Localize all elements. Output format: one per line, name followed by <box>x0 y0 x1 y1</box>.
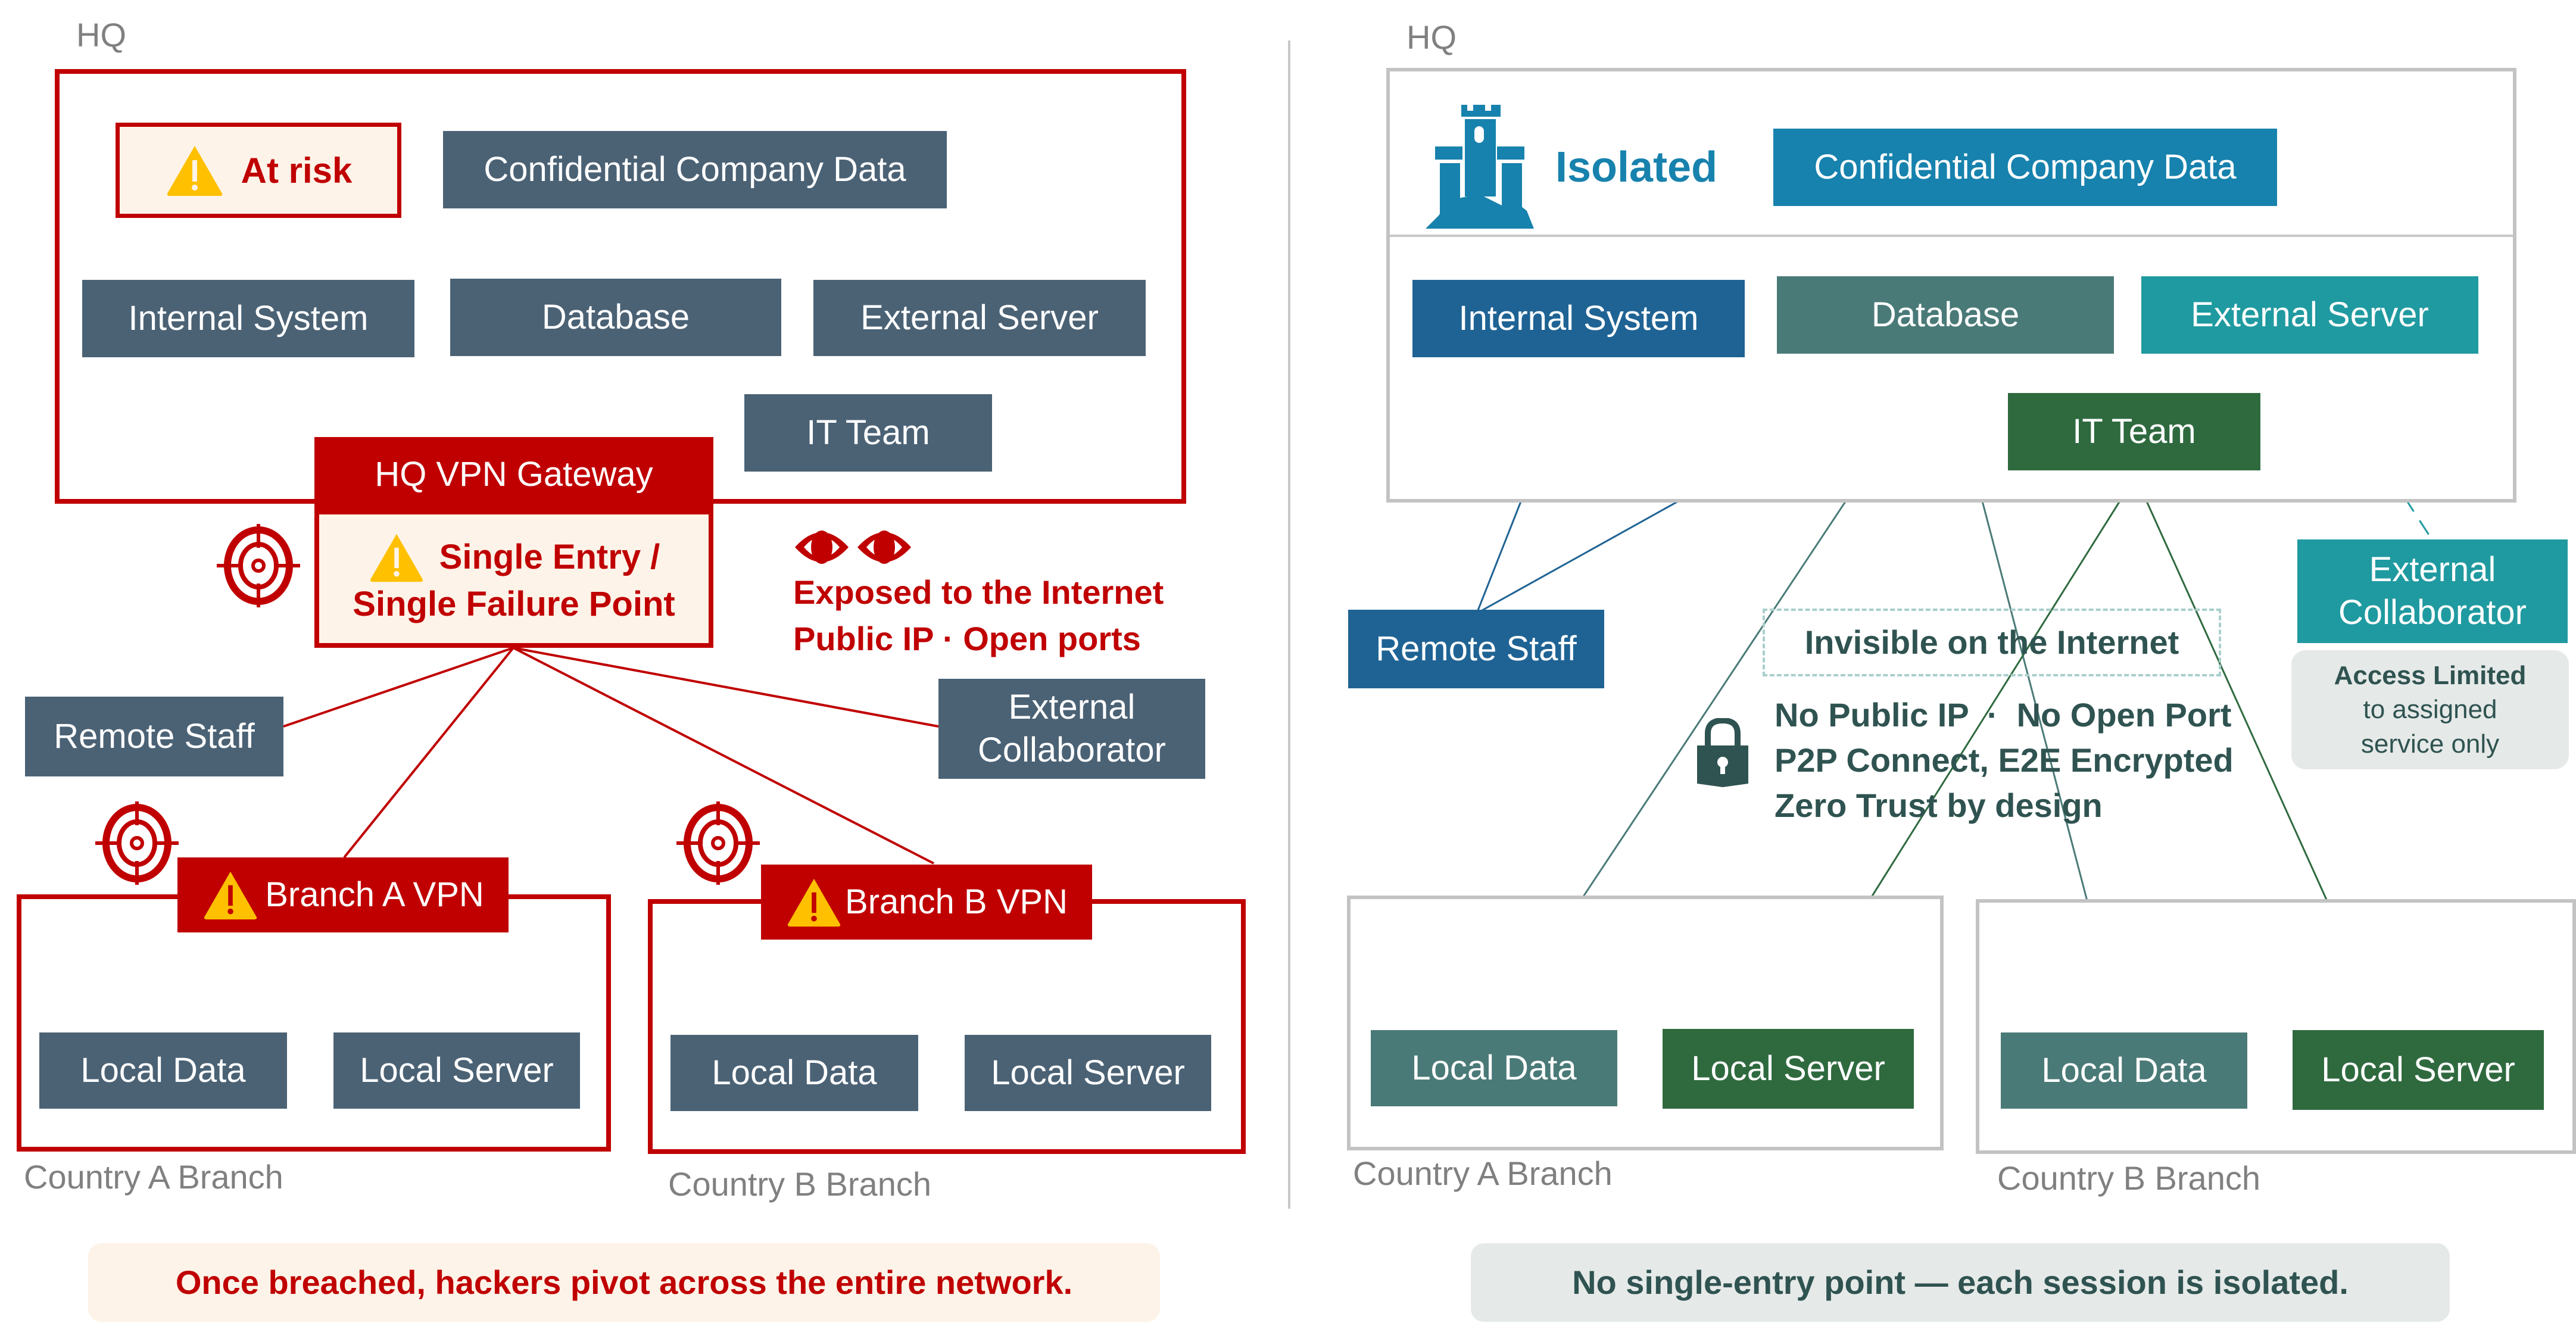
right-branch-b-local-server[interactable]: Local Server <box>2293 1030 2544 1110</box>
right-internal-system[interactable]: Internal System <box>1412 280 1745 357</box>
link-gateway-remote-staff <box>283 647 514 728</box>
target-icon <box>217 524 300 607</box>
lock-icon <box>1697 718 1748 787</box>
right-branch-a-local-data[interactable]: Local Data <box>1371 1030 1617 1106</box>
feature-line-3: Zero Trust by design <box>1774 787 2103 824</box>
warning-icon <box>204 871 257 920</box>
warning-icon <box>370 534 423 582</box>
right-branch-b-boundary <box>1976 899 2576 1154</box>
right-database[interactable]: Database <box>1777 276 2114 354</box>
exposed-line1: Exposed to the Internet <box>793 573 1164 611</box>
castle-icon <box>1426 105 1534 229</box>
access-limited-title: Access Limited <box>2334 661 2527 691</box>
right-branch-b-local-data[interactable]: Local Data <box>2001 1032 2247 1109</box>
warning-icon <box>167 146 222 196</box>
eyes-icon <box>795 531 911 564</box>
link-gateway-branch-a <box>343 647 514 859</box>
at-risk-label: At risk <box>241 150 353 191</box>
left-external-collaborator[interactable]: External Collaborator <box>938 679 1205 779</box>
left-branch-b-local-server[interactable]: Local Server <box>965 1035 1211 1111</box>
left-branch-b-label: Country B Branch <box>668 1165 931 1203</box>
ext-collab-line1: External <box>2369 550 2496 589</box>
target-icon <box>95 801 179 885</box>
left-branch-a-label: Country A Branch <box>24 1158 283 1196</box>
left-branch-b-boundary <box>648 899 1246 1154</box>
right-branch-a-local-server[interactable]: Local Server <box>1663 1029 1914 1109</box>
isolated-zone-divider <box>1390 235 2513 237</box>
right-hq-label: HQ <box>1406 18 1457 56</box>
branch-a-vpn-label: Branch A VPN <box>265 875 484 914</box>
feature-line-2: P2P Connect, E2E Encrypted <box>1774 741 2234 779</box>
right-it-team[interactable]: IT Team <box>2008 393 2260 470</box>
isolated-label: Isolated <box>1555 143 1718 191</box>
gateway-warning-line2: Single Failure Point <box>353 584 675 623</box>
ext-collab-line2: Collaborator <box>2338 593 2527 632</box>
feature-line-1: No Public IP · No Open Port <box>1774 696 2232 734</box>
access-limited-line1: to assigned <box>2363 695 2497 725</box>
left-external-server[interactable]: External Server <box>813 280 1146 356</box>
right-external-collaborator[interactable]: External Collaborator <box>2297 539 2568 643</box>
invisible-badge: Invisible on the Internet <box>1763 609 2221 676</box>
right-remote-staff[interactable]: Remote Staff <box>1348 610 1604 688</box>
left-it-team[interactable]: IT Team <box>744 394 992 472</box>
target-icon <box>676 801 760 885</box>
left-hq-label: HQ <box>76 16 126 54</box>
exposed-line2: Public IP · Open ports <box>793 620 1141 657</box>
left-branch-a-local-data[interactable]: Local Data <box>39 1032 287 1109</box>
left-remote-staff[interactable]: Remote Staff <box>25 697 283 776</box>
left-confidential-data[interactable]: Confidential Company Data <box>443 131 947 208</box>
access-limited-line2: service only <box>2360 729 2500 759</box>
gateway-warning-line1: Single Entry / <box>439 537 660 576</box>
left-footer-callout: Once breached, hackers pivot across the … <box>88 1243 1160 1322</box>
right-branch-a-label: Country A Branch <box>1353 1155 1613 1192</box>
right-footer-callout: No single-entry point — each session is … <box>1471 1243 2450 1322</box>
ext-collab-line1: External <box>1008 687 1136 726</box>
left-branch-b-local-data[interactable]: Local Data <box>670 1035 918 1111</box>
branch-a-vpn[interactable]: Branch B VPN Branch A VPN <box>177 857 509 932</box>
access-limited-note: Access Limited to assigned service only <box>2291 650 2569 769</box>
hq-vpn-gateway[interactable]: HQ VPN Gateway <box>314 437 713 512</box>
right-branch-a-boundary <box>1347 896 1944 1150</box>
gateway-warning-box: Single Entry / Single Failure Point <box>314 510 713 648</box>
left-branch-a-local-server[interactable]: Local Server <box>333 1032 580 1109</box>
left-branch-a-boundary <box>17 894 611 1152</box>
warning-icon <box>787 878 841 927</box>
left-internal-system[interactable]: Internal System <box>82 280 414 357</box>
right-branch-b-label: Country B Branch <box>1997 1159 2260 1197</box>
left-database[interactable]: Database <box>450 279 781 356</box>
branch-b-vpn-label: Branch B VPN <box>845 882 1068 921</box>
at-risk-badge: At risk <box>116 123 401 218</box>
ext-collab-line2: Collaborator <box>978 731 1166 769</box>
branch-b-vpn[interactable]: Branch B VPN <box>761 865 1092 940</box>
right-confidential-data[interactable]: Confidential Company Data <box>1773 129 2277 206</box>
link-gateway-external-collaborator <box>513 647 939 728</box>
right-external-server[interactable]: External Server <box>2141 276 2478 354</box>
